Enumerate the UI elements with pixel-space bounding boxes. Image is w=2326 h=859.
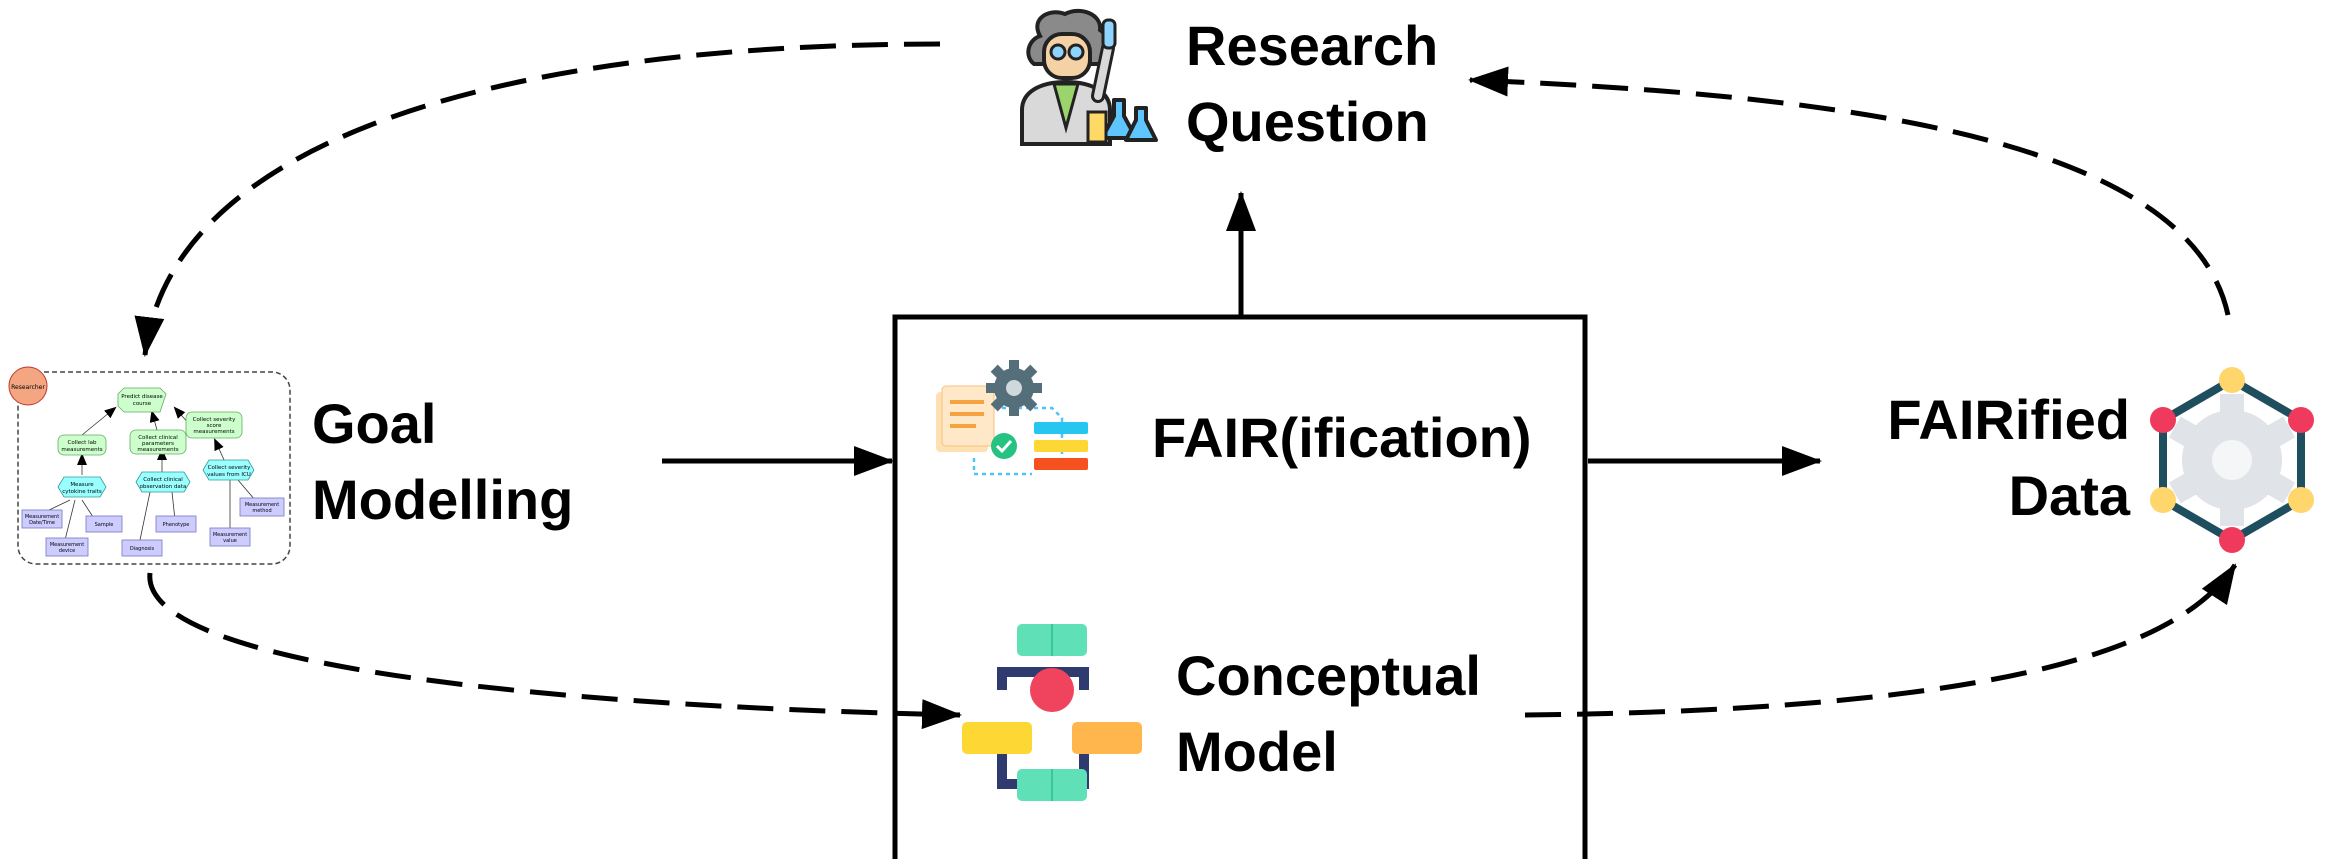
svg-text:measurements: measurements xyxy=(61,447,102,453)
svg-text:value: value xyxy=(223,538,237,544)
resource-measurement-value xyxy=(209,527,251,547)
dashed-arrow-question-to-goal xyxy=(134,41,941,357)
task-collect-clinical-observation: Collect clinical observation data xyxy=(135,471,191,493)
svg-text:parameters: parameters xyxy=(142,441,174,447)
goal-collect-lab-measurements: Collect lab measurements xyxy=(57,434,107,456)
svg-text:Measurement: Measurement xyxy=(245,502,279,508)
fairified-data-line-2: Data xyxy=(2008,464,2130,527)
goal-model-thumbnail: Researcher Predict disease course xyxy=(8,366,291,565)
scientist-icon xyxy=(1020,8,1158,146)
goal-collect-severity-score: Collect severity score measurements xyxy=(185,411,243,439)
flowchart-icon xyxy=(962,624,1142,801)
svg-text:Predict disease: Predict disease xyxy=(121,394,163,400)
actor-label: Researcher xyxy=(11,384,45,391)
research-question-line-1: Research xyxy=(1186,14,1439,77)
dashed-arrow-goal-to-conceptual xyxy=(147,572,962,730)
svg-text:Collect severity: Collect severity xyxy=(193,417,236,423)
task-measure-cytokine-traits: Measure cytokine traits xyxy=(57,476,107,498)
data-process-gear-icon xyxy=(936,360,1088,476)
conceptual-model-line-1: Conceptual xyxy=(1176,644,1481,707)
svg-text:Phenotype: Phenotype xyxy=(163,522,190,528)
svg-text:Measurement: Measurement xyxy=(213,532,247,538)
svg-text:course: course xyxy=(133,401,152,407)
svg-text:measurements: measurements xyxy=(193,429,234,435)
svg-text:cytokine traits: cytokine traits xyxy=(62,489,102,495)
resource-sample xyxy=(85,515,123,533)
svg-text:method: method xyxy=(252,508,271,514)
actor-node xyxy=(8,366,48,406)
svg-text:observation data: observation data xyxy=(140,484,187,490)
svg-text:Collect clinical: Collect clinical xyxy=(143,477,183,483)
dashed-arrow-data-to-question xyxy=(1468,66,2231,316)
network-gear-icon xyxy=(2150,367,2314,553)
goal-modelling-label: Goal Modelling xyxy=(312,386,573,538)
svg-text:Collect lab: Collect lab xyxy=(68,440,97,446)
svg-text:Measurement: Measurement xyxy=(25,514,59,520)
resource-diagnosis xyxy=(121,539,163,557)
resource-measurement-datetime xyxy=(21,509,63,529)
research-question-label: Research Question xyxy=(1186,8,1438,160)
resource-measurement-device xyxy=(45,537,89,557)
fairification-box xyxy=(892,314,1588,859)
resource-measurement-method xyxy=(239,497,285,517)
fairification-label: FAIR(ification) xyxy=(1152,406,1532,469)
svg-text:score: score xyxy=(207,423,222,429)
goal-modelling-line-2: Modelling xyxy=(312,468,574,531)
svg-text:device: device xyxy=(59,548,75,554)
svg-text:Date/Time: Date/Time xyxy=(29,520,55,526)
goal-modelling-line-1: Goal xyxy=(312,392,437,455)
conceptual-model-line-2: Model xyxy=(1176,720,1338,783)
research-question-line-2: Question xyxy=(1186,90,1429,153)
svg-text:Sample: Sample xyxy=(95,522,114,528)
svg-text:Collect clinical: Collect clinical xyxy=(138,435,178,441)
task-collect-severity-values: Collect severity values from ICU xyxy=(202,459,255,481)
svg-text:Measure: Measure xyxy=(70,482,94,488)
goal-collect-clinical-parameters: Collect clinical parameters measurements xyxy=(129,429,187,455)
dashed-arrow-conceptual-to-data xyxy=(1524,563,2238,718)
conceptual-model-label: Conceptual Model xyxy=(1176,638,1481,790)
svg-text:Measurement: Measurement xyxy=(50,542,84,548)
svg-text:values from ICU: values from ICU xyxy=(207,472,251,478)
svg-text:Diagnosis: Diagnosis xyxy=(130,546,155,552)
svg-text:Collect severity: Collect severity xyxy=(208,465,251,471)
resource-phenotype xyxy=(155,515,197,533)
fairified-data-label: FAIRified Data xyxy=(1887,382,2130,534)
fairified-data-line-1: FAIRified xyxy=(1887,388,2130,451)
svg-text:measurements: measurements xyxy=(137,447,178,453)
goal-predict-disease-course: Predict disease course xyxy=(117,387,167,413)
